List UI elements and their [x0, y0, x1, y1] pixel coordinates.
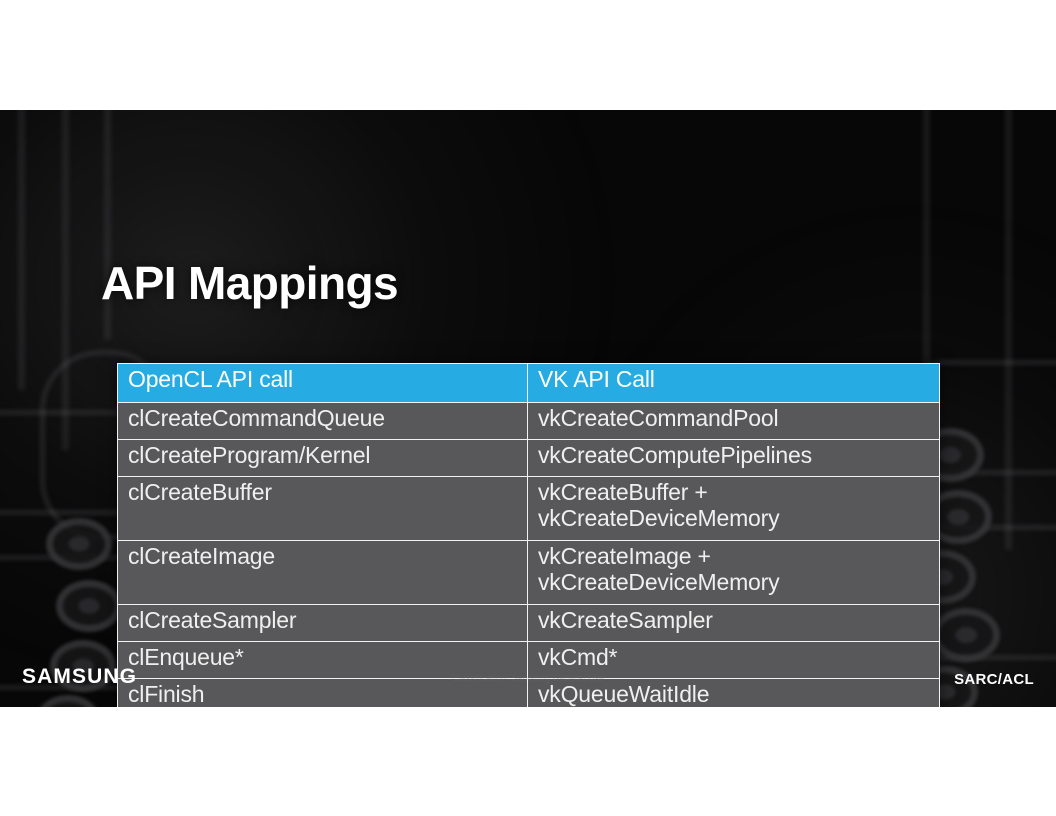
cell-vk: vkCmd*: [527, 641, 940, 679]
cell-opencl: clFinish: [117, 678, 528, 707]
samsung-logo: SAMSUNG: [22, 665, 138, 688]
cell-line: vkCreateImage +: [538, 543, 711, 569]
cell-opencl: clCreateSampler: [117, 604, 528, 642]
cell-line: clCreateProgram/Kernel: [128, 442, 371, 468]
circuit-via: [46, 518, 112, 570]
column-header-opencl: OpenCL API call: [117, 363, 528, 403]
cell-vk: vkCreateSampler: [527, 604, 940, 642]
api-mapping-table: OpenCL API call VK API Call clCreateComm…: [117, 363, 940, 707]
cell-opencl: clCreateProgram/Kernel: [117, 439, 528, 477]
cell-line: vkCmd*: [538, 644, 618, 670]
cell-opencl: clEnqueue*: [117, 641, 528, 679]
cell-vk: vkCreateBuffer +vkCreateDeviceMemory: [527, 476, 940, 541]
table-row: clCreateSampler vkCreateSampler: [117, 604, 940, 642]
cell-opencl: clCreateBuffer: [117, 476, 528, 541]
table-row: clCreateCommandQueue vkCreateCommandPool: [117, 402, 940, 440]
cell-line: clCreateBuffer: [128, 479, 272, 505]
circuit-trace: [18, 110, 25, 390]
table-row: clFinish vkQueueWaitIdle: [117, 678, 940, 707]
circuit-trace: [62, 110, 69, 450]
table-header-row: OpenCL API call VK API Call: [117, 363, 940, 403]
cell-vk: vkQueueWaitIdle: [527, 678, 940, 707]
cell-vk: vkCreateCommandPool: [527, 402, 940, 440]
cell-line: clCreateImage: [128, 543, 275, 569]
cell-line: vkCreateBuffer +: [538, 479, 708, 505]
cell-line: vkCreateComputePipelines: [538, 442, 812, 468]
cell-vk: vkCreateImage +vkCreateDeviceMemory: [527, 540, 940, 605]
table-row: clCreateImage vkCreateImage +vkCreateDevi…: [117, 540, 940, 605]
cell-line: clCreateSampler: [128, 607, 297, 633]
table-row: clCreateBuffer vkCreateBuffer +vkCreateDe…: [117, 476, 940, 541]
cell-opencl: clCreateImage: [117, 540, 528, 605]
cell-line: clFinish: [128, 681, 205, 707]
table-row: clEnqueue* vkCmd*: [117, 641, 940, 679]
circuit-via: [56, 580, 122, 632]
table-row: clCreateProgram/Kernel vkCreateComputePip…: [117, 439, 940, 477]
slide-footer: SAMSUNG Classification: Samsung General …: [0, 649, 1056, 707]
cell-line: clCreateCommandQueue: [128, 405, 385, 431]
cell-vk: vkCreateComputePipelines: [527, 439, 940, 477]
circuit-trace: [1005, 110, 1012, 550]
cell-line: vkCreateDeviceMemory: [538, 505, 780, 532]
cell-line: clEnqueue*: [128, 644, 244, 670]
footer-classification-note: Classification: Samsung General Use: [451, 673, 605, 683]
cell-line: vkQueueWaitIdle: [538, 681, 710, 707]
column-header-vk: VK API Call: [527, 363, 940, 403]
cell-line: vkCreateCommandPool: [538, 405, 779, 431]
footer-org-label: SARC/ACL: [954, 671, 1034, 688]
cell-line: vkCreateSampler: [538, 607, 713, 633]
cell-opencl: clCreateCommandQueue: [117, 402, 528, 440]
table-header: OpenCL API call VK API Call: [117, 363, 940, 403]
presentation-slide: API Mappings OpenCL API call VK API Call…: [0, 110, 1056, 707]
slide-title: API Mappings: [101, 257, 399, 309]
cell-line: vkCreateDeviceMemory: [538, 569, 780, 596]
